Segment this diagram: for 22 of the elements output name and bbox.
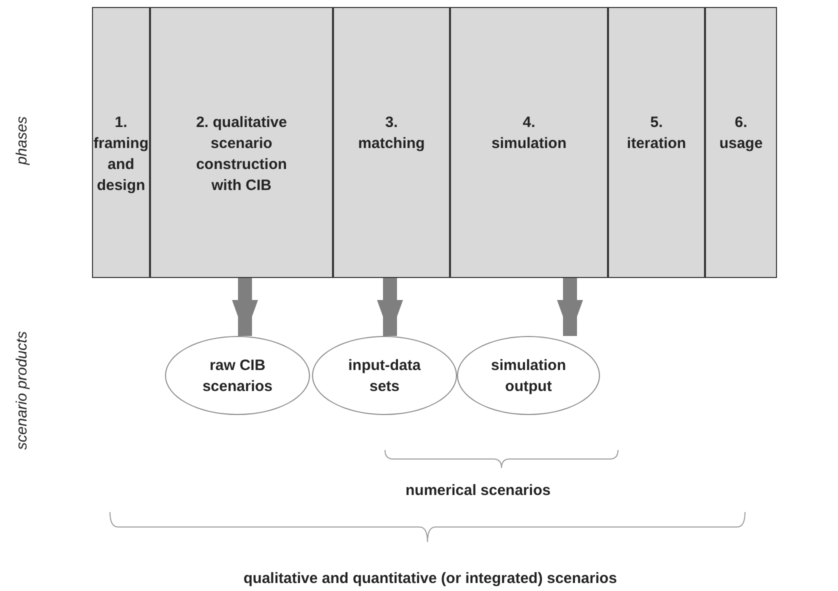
phase-label: 1. framing and design xyxy=(93,113,149,196)
phase-box xyxy=(333,7,450,278)
phase-box xyxy=(92,7,150,278)
phase-box xyxy=(608,7,705,278)
phase-label: 4. simulation xyxy=(490,113,568,154)
product-label: raw CIB scenarios xyxy=(201,356,274,396)
axis-label: scenario products xyxy=(14,330,31,450)
phase-label: 3. matching xyxy=(357,113,426,154)
bracket-label: qualitative and quantitative (or integrated) scenarios xyxy=(244,570,617,586)
product-label: simulation output xyxy=(490,356,567,396)
axis-label: phases xyxy=(14,116,31,164)
phase-box xyxy=(450,7,608,278)
arrow xyxy=(557,278,583,336)
phase-label: 5. iteration xyxy=(626,113,688,154)
phase-box xyxy=(705,7,777,278)
phase-label: 2. qualitative scenario construction with CIB xyxy=(195,113,288,196)
arrow xyxy=(377,278,403,336)
phase-label: 6. usage xyxy=(718,113,764,154)
bracket-label: numerical scenarios xyxy=(406,482,551,498)
arrow xyxy=(232,278,258,336)
phase-box xyxy=(150,7,333,278)
product-label: input-data sets xyxy=(347,356,422,396)
